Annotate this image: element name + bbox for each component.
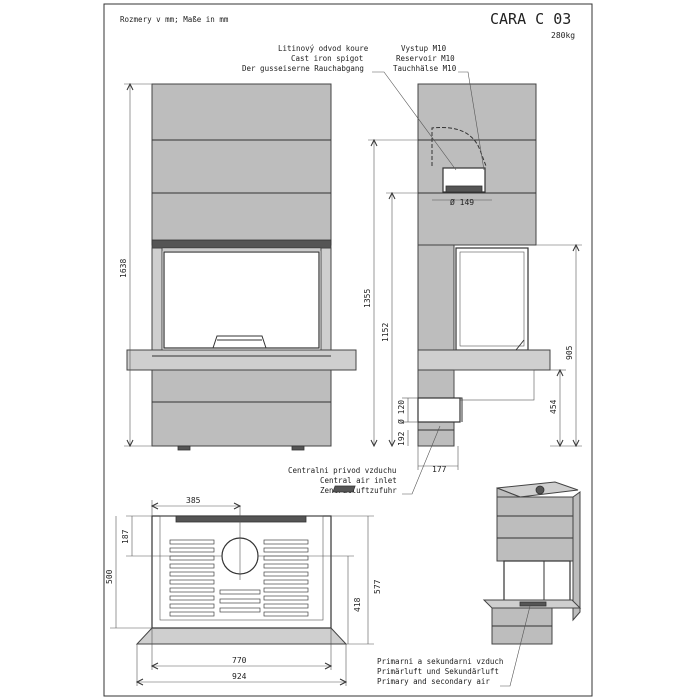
grate-slot (169, 603, 215, 609)
front-foot-right (291, 445, 305, 451)
central-air-label-2: Central air inlet (320, 476, 397, 485)
grate-slot (169, 579, 215, 585)
dim-577: 577 (373, 579, 382, 594)
central-air-label-1: Centralni privod vzduchu (288, 466, 396, 475)
central-air-callout: Centralni privod vzduchu Central air inl… (288, 425, 441, 495)
grate-slot (169, 547, 215, 553)
dim-454: 454 (549, 399, 558, 414)
spigot-label-1: Litinový odvod koure (278, 44, 369, 53)
grate-slot (263, 547, 309, 553)
plan-grate (169, 539, 309, 617)
spigot-callout: Litinový odvod koure Cast iron spigot De… (242, 44, 457, 171)
dim-1355: 1355 (363, 289, 372, 308)
front-firebox-side-right (320, 247, 332, 351)
side-air-control (515, 339, 525, 351)
dim-905: 905 (565, 345, 574, 360)
iso-firebox (503, 560, 571, 602)
outlet-label-2: Reservoir M10 (396, 54, 455, 63)
dim-192: 192 (397, 431, 406, 446)
central-air-duct (417, 397, 461, 423)
grate-slot (263, 611, 309, 617)
grate-slot (263, 579, 309, 585)
grate-slot (169, 587, 215, 593)
front-top-frame (151, 239, 332, 249)
grate-slot (169, 539, 215, 545)
plan-dimensions: 385 187 500 418 577 770 924 (105, 496, 382, 686)
plan-view (135, 506, 348, 645)
front-firebox-side-left (151, 247, 163, 351)
dim-385: 385 (186, 496, 201, 505)
front-upper-body (151, 83, 332, 246)
sheet-border (103, 3, 593, 697)
grate-slot (169, 611, 215, 617)
front-base (151, 369, 332, 447)
grate-slot (169, 571, 215, 577)
iso-hearth-handle (519, 601, 547, 607)
spigot-label-2: Cast iron spigot (291, 54, 363, 63)
front-view: 1638 (119, 82, 357, 451)
iso-right-face (572, 491, 581, 622)
grate-slot (169, 563, 215, 569)
isometric-view (332, 481, 582, 645)
dim-500: 500 (105, 569, 114, 584)
spigot-label-3: Der gusseiserne Rauchabgang (242, 64, 364, 73)
side-view: 1355 1152 905 454 Ø 120 192 177 Ø 149 (363, 83, 582, 474)
front-hearth-shelf (126, 349, 357, 371)
dim-total-height: 1638 (119, 259, 128, 278)
side-upper-body (417, 83, 537, 246)
primary-air-label-1: Primarni a sekundarni vzduch (377, 657, 503, 666)
front-glass (163, 251, 320, 349)
drawing-title: CARA C 03 (490, 10, 571, 28)
dim-d149: Ø 149 (450, 197, 474, 207)
grate-slot (219, 598, 261, 604)
grate-slot (263, 595, 309, 601)
dim-187: 187 (121, 529, 130, 544)
grate-slot (169, 555, 215, 561)
side-hearth-shelf (417, 349, 551, 371)
dim-177: 177 (432, 465, 447, 474)
grate-slot (263, 563, 309, 569)
drawing-weight: 280kg (551, 31, 575, 40)
grate-slot (219, 589, 261, 595)
iso-front-body (496, 496, 574, 562)
dim-d120: Ø 120 (396, 400, 406, 424)
flue-spigot (431, 126, 487, 167)
grate-slot (263, 539, 309, 545)
grate-slot (263, 587, 309, 593)
dim-770: 770 (232, 656, 247, 665)
outlet-label-1: Vystup M10 (401, 44, 447, 53)
primary-air-callout: Primarni a sekundarni vzduch Primärluft … (377, 605, 531, 687)
primary-air-label-2: Primärluft und Sekundärluft (377, 667, 499, 676)
grate-slot (263, 571, 309, 577)
side-glass (455, 247, 529, 351)
dim-1152: 1152 (381, 323, 390, 342)
front-door-handle (212, 335, 267, 349)
central-air-label-3: Zentralluftzufuhr (320, 486, 397, 495)
dim-418: 418 (353, 597, 362, 612)
units-note: Rozmery v mm; Maße in mm (120, 15, 229, 24)
grate-slot (263, 603, 309, 609)
grate-slot (219, 607, 261, 613)
front-foot-left (177, 445, 191, 451)
outlet-callout: Vystup M10 Reservoir M10 Tauchhälse M10 (393, 44, 485, 171)
grate-slot (169, 595, 215, 601)
grate-slot (263, 555, 309, 561)
dim-924: 924 (232, 672, 247, 681)
primary-air-label-3: Primary and secondary air (377, 677, 490, 686)
outlet-label-3: Tauchhälse M10 (393, 64, 457, 73)
